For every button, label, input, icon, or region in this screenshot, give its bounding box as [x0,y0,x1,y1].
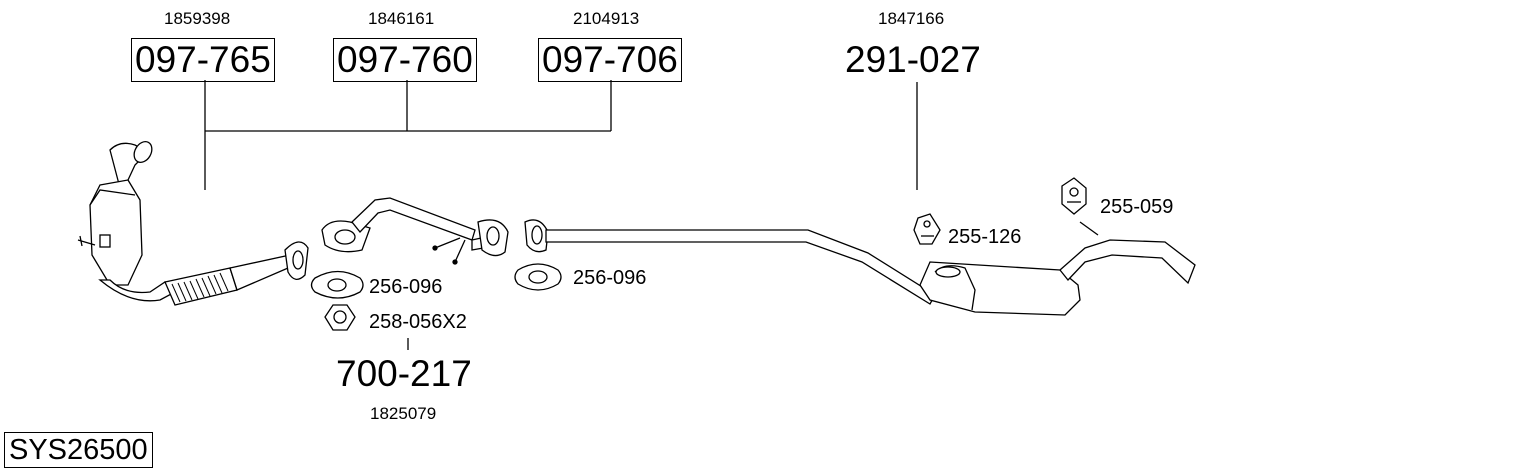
small-part-label[interactable]: 256-096 [573,267,647,289]
system-code: SYS26500 [4,432,153,468]
center-pipe [524,219,936,305]
small-part-label[interactable]: 256-096 [369,276,443,298]
small-part-label[interactable]: 255-059 [1100,196,1174,218]
part-number-5[interactable]: 700-217 [336,353,472,394]
part-ref-4: 1847166 [878,9,945,28]
rubber-hanger-icon [1061,177,1087,215]
intermediate-pipe [321,197,509,265]
part-number-2[interactable]: 097-760 [333,38,477,82]
part-number-3[interactable]: 097-706 [538,38,682,82]
rubber-hanger-icon [913,213,941,245]
nut-icon [324,304,356,331]
part-ref-2: 1846161 [368,9,435,28]
part-ref-5: 1825079 [370,404,437,423]
small-part-label[interactable]: 258-056X2 [369,311,467,333]
front-pipe-with-catalyst [77,141,309,306]
leader-lines [204,80,918,350]
part-ref-1: 1859398 [164,9,231,28]
gasket-icon [310,270,364,299]
rear-silencer [919,221,1196,316]
small-part-label[interactable]: 255-126 [948,226,1022,248]
part-ref-3: 2104913 [573,9,640,28]
part-number-1[interactable]: 097-765 [131,38,275,82]
part-number-4[interactable]: 291-027 [845,39,981,80]
gasket-icon [514,263,562,291]
